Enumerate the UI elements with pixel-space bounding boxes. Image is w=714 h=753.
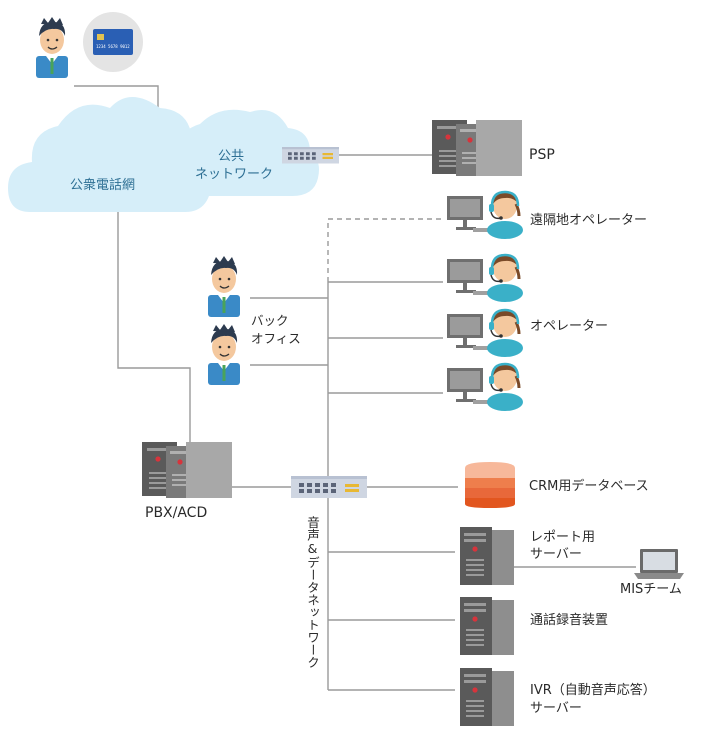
card-number-text: 1234 5678 9012	[96, 44, 130, 49]
public-phone-network-label: 公衆電話網	[70, 178, 136, 193]
operator-label: オペレーター	[530, 319, 609, 334]
cloud-to-pbx-line	[117, 210, 191, 445]
remote-operator-label: 遠隔地オペレーター	[530, 213, 648, 228]
mis-laptop-icon	[634, 549, 684, 579]
crm-database-label: CRM用データベース	[529, 479, 649, 494]
ivr-label-line2: サーバー	[530, 701, 582, 716]
pbx-acd-server-icon	[142, 442, 232, 498]
ivr-label-line1: IVR（自動音声応答）	[530, 683, 656, 698]
report-server-label-line1: レポート用	[530, 530, 596, 545]
back-office-person-icon-1	[207, 255, 241, 318]
voice-data-switch-icon	[291, 476, 367, 498]
public-network-label-line2: ネットワーク	[195, 167, 274, 182]
public-network-switch-icon	[282, 147, 339, 164]
back-office-label-line2: オフィス	[251, 331, 301, 346]
public-network-cloud	[160, 109, 319, 196]
report-server-icon	[460, 527, 514, 585]
report-server-label-line2: サーバー	[530, 547, 582, 562]
credit-card-icon: 1234 5678 9012	[83, 12, 143, 72]
psp-label: PSP	[529, 147, 555, 163]
back-office-person-icon-2	[207, 323, 241, 386]
pbx-acd-label: PBX/ACD	[145, 505, 208, 521]
customer-person-icon	[35, 16, 69, 79]
call-recorder-label: 通話録音装置	[530, 613, 609, 628]
operator-icon-1	[445, 252, 525, 304]
ivr-server-icon	[460, 668, 514, 726]
voice-data-network-label: 音声&データネットワーク	[305, 516, 320, 669]
psp-server-icon	[432, 120, 522, 176]
operator-icon-3	[445, 361, 525, 413]
public-network-label-line1: 公共	[218, 149, 245, 164]
mis-team-label: MISチーム	[620, 582, 682, 597]
remote-dashed-line	[327, 218, 443, 282]
back-office-label-line1: バック	[251, 313, 289, 328]
remote-operator-icon	[445, 189, 525, 241]
crm-database-icon	[465, 462, 515, 508]
call-recorder-server-icon	[460, 597, 514, 655]
operator-icon-2	[445, 307, 525, 359]
